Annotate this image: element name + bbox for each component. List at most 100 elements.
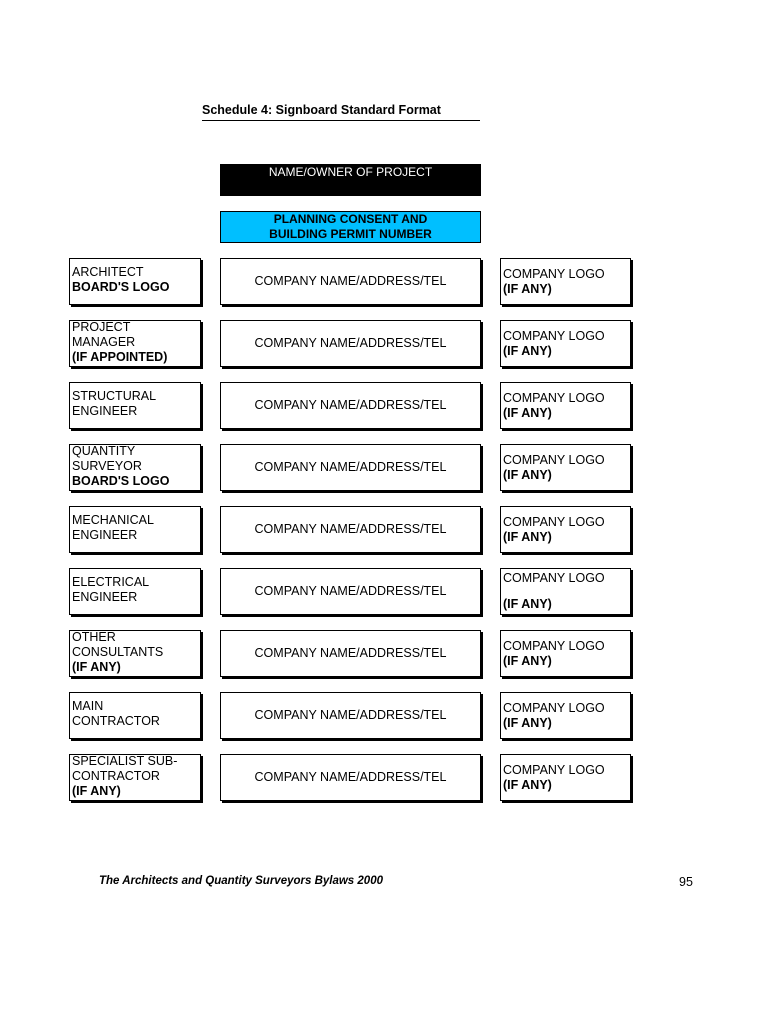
company-label: COMPANY NAME/ADDRESS/TEL	[254, 336, 447, 350]
logo-box: COMPANY LOGO(IF ANY)	[500, 382, 631, 429]
role-box: SPECIALIST SUB-CONTRACTOR(IF ANY)	[69, 754, 201, 801]
logo-text: COMPANY LOGO(IF ANY)	[503, 383, 630, 428]
role-line: OTHER	[72, 629, 116, 644]
logo-label: COMPANY LOGO	[503, 571, 605, 585]
role-line: ELECTRICAL	[72, 575, 150, 589]
logo-qualifier: (IF ANY)	[503, 281, 552, 296]
company-label: COMPANY NAME/ADDRESS/TEL	[254, 584, 447, 598]
role-line: PROJECT	[72, 319, 131, 334]
logo-box: COMPANY LOGO(IF ANY)	[500, 444, 631, 491]
owner-label: NAME/OWNER OF PROJECT	[268, 165, 433, 179]
company-box: COMPANY NAME/ADDRESS/TEL	[220, 382, 481, 429]
logo-box: COMPANY LOGO (IF ANY)	[500, 568, 631, 615]
logo-box: COMPANY LOGO(IF ANY)	[500, 692, 631, 739]
company-box: COMPANY NAME/ADDRESS/TEL	[220, 258, 481, 305]
role-qualifier: (IF ANY)	[72, 659, 121, 674]
logo-qualifier: (IF ANY)	[503, 715, 552, 730]
logo-label: COMPANY LOGO	[503, 266, 605, 281]
role-line: SURVEYOR	[72, 458, 142, 473]
signboard-row: SPECIALIST SUB-CONTRACTOR(IF ANY)COMPANY…	[0, 754, 768, 801]
company-label: COMPANY NAME/ADDRESS/TEL	[254, 770, 447, 784]
role-qualifier: BOARD'S LOGO	[72, 280, 170, 294]
logo-label: COMPANY LOGO	[503, 638, 605, 653]
company-box: COMPANY NAME/ADDRESS/TEL	[220, 444, 481, 491]
logo-text: COMPANY LOGO(IF ANY)	[503, 259, 630, 304]
logo-text: COMPANY LOGO(IF ANY)	[503, 445, 630, 490]
logo-qualifier: (IF ANY)	[503, 597, 552, 611]
role-text: SPECIALIST SUB-CONTRACTOR(IF ANY)	[72, 753, 200, 798]
logo-box: COMPANY LOGO(IF ANY)	[500, 754, 631, 801]
role-line: ENGINEER	[72, 404, 138, 418]
role-qualifier: (IF ANY)	[72, 783, 121, 798]
permit-line-2: BUILDING PERMIT NUMBER	[269, 227, 432, 241]
footer-text: The Architects and Quantity Surveyors By…	[99, 875, 383, 887]
logo-qualifier: (IF ANY)	[503, 405, 552, 420]
logo-box: COMPANY LOGO(IF ANY)	[500, 320, 631, 367]
role-line: SPECIALIST SUB-	[72, 753, 178, 768]
page-number: 95	[679, 875, 693, 889]
company-box: COMPANY NAME/ADDRESS/TEL	[220, 568, 481, 615]
company-box: COMPANY NAME/ADDRESS/TEL	[220, 754, 481, 801]
role-line: CONSULTANTS	[72, 644, 164, 659]
role-line: STRUCTURAL	[72, 389, 157, 403]
logo-label: COMPANY LOGO	[503, 514, 605, 529]
company-label: COMPANY NAME/ADDRESS/TEL	[254, 274, 447, 288]
logo-qualifier: (IF ANY)	[503, 343, 552, 358]
company-label: COMPANY NAME/ADDRESS/TEL	[254, 398, 447, 412]
role-line: ARCHITECT	[72, 265, 144, 279]
logo-box: COMPANY LOGO(IF ANY)	[500, 506, 631, 553]
logo-label: COMPANY LOGO	[503, 700, 605, 715]
role-line: MECHANICAL	[72, 513, 154, 527]
logo-label: COMPANY LOGO	[503, 328, 605, 343]
company-box: COMPANY NAME/ADDRESS/TEL	[220, 630, 481, 677]
role-line: CONTRACTOR	[72, 714, 160, 728]
logo-box: COMPANY LOGO(IF ANY)	[500, 630, 631, 677]
logo-text: COMPANY LOGO(IF ANY)	[503, 631, 630, 676]
schedule-title: Schedule 4: Signboard Standard Format	[202, 103, 480, 121]
permit-line-1: PLANNING CONSENT AND	[273, 212, 428, 226]
logo-qualifier: (IF ANY)	[503, 467, 552, 482]
role-line: ENGINEER	[72, 590, 138, 604]
role-qualifier: BOARD'S LOGO	[72, 473, 170, 488]
logo-text: COMPANY LOGO(IF ANY)	[503, 693, 630, 738]
role-line: QUANTITY	[72, 443, 136, 458]
role-line: CONTRACTOR	[72, 768, 160, 783]
logo-text: COMPANY LOGO(IF ANY)	[503, 321, 630, 366]
company-label: COMPANY NAME/ADDRESS/TEL	[254, 708, 447, 722]
company-box: COMPANY NAME/ADDRESS/TEL	[220, 692, 481, 739]
company-label: COMPANY NAME/ADDRESS/TEL	[254, 646, 447, 660]
logo-text: COMPANY LOGO(IF ANY)	[503, 507, 630, 552]
role-line: MANAGER	[72, 334, 136, 349]
company-label: COMPANY NAME/ADDRESS/TEL	[254, 522, 447, 536]
role-line: ENGINEER	[72, 528, 138, 542]
company-label: COMPANY NAME/ADDRESS/TEL	[254, 460, 447, 474]
role-qualifier: (IF APPOINTED)	[72, 349, 168, 364]
logo-qualifier: (IF ANY)	[503, 777, 552, 792]
company-box: COMPANY NAME/ADDRESS/TEL	[220, 320, 481, 367]
logo-qualifier: (IF ANY)	[503, 653, 552, 668]
logo-text: COMPANY LOGO (IF ANY)	[503, 569, 630, 614]
logo-text: COMPANY LOGO(IF ANY)	[503, 755, 630, 800]
